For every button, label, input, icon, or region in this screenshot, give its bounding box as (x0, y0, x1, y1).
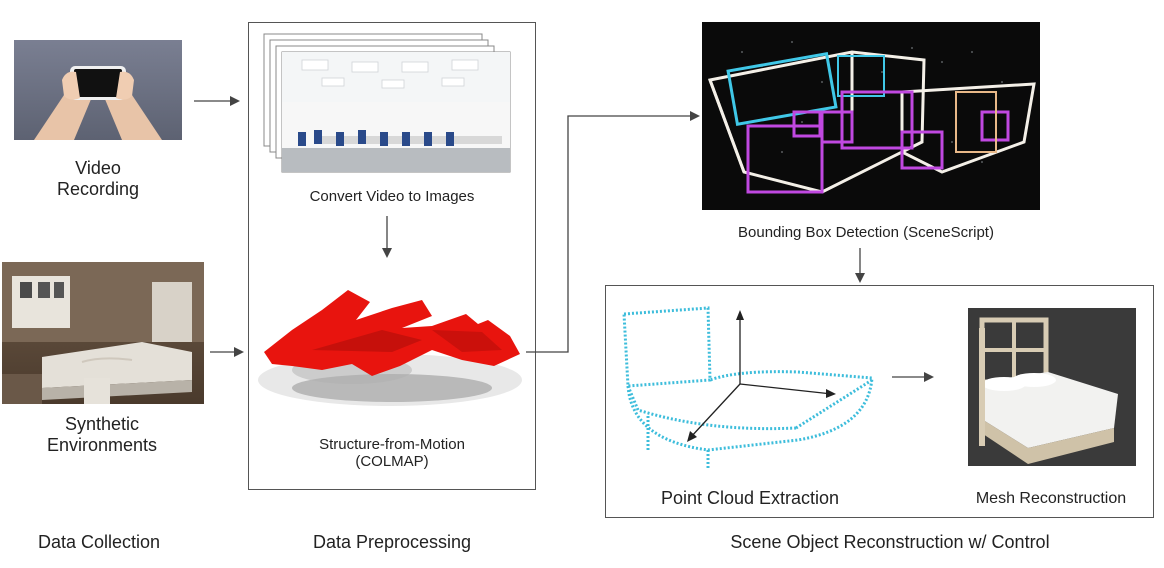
arrow-sfm-to-bbox (526, 111, 700, 353)
video-recording-image (14, 40, 182, 140)
synthetic-environment-image (2, 262, 204, 404)
convert-video-label: Convert Video to Images (309, 188, 475, 205)
point-cloud-label: Point Cloud Extraction (660, 488, 840, 508)
bbox-detection-label: Bounding Box Detection (SceneScript) (738, 224, 994, 241)
stage-label-reconstruction: Scene Object Reconstruction w/ Control (730, 532, 1050, 552)
sfm-label: Structure-from-Motion (COLMAP) (262, 436, 522, 471)
video-recording-label: Video Recording (30, 158, 166, 199)
sfm-visual (252, 280, 528, 416)
synthetic-label-line2: Environments (46, 434, 158, 455)
video-label-line2: Recording (56, 178, 140, 199)
reconstruction-panel (605, 285, 1154, 518)
synthetic-label-line1: Synthetic (64, 414, 140, 434)
point-cloud-visual (618, 300, 878, 476)
mesh-reconstruction-label: Mesh Reconstruction (975, 490, 1127, 507)
sfm-label-line1: Structure-from-Motion (319, 436, 465, 453)
bounding-box-detection-image (702, 22, 1040, 210)
synthetic-environments-label: Synthetic Environments (20, 414, 184, 455)
sfm-label-line2: (COLMAP) (355, 453, 429, 471)
mesh-reconstruction-image (968, 308, 1136, 466)
video-label-line1: Video (75, 158, 121, 178)
stage-label-collection: Data Collection (37, 532, 161, 552)
preprocessing-panel (248, 22, 536, 490)
image-frames-stack (262, 32, 512, 176)
stage-label-preprocessing: Data Preprocessing (312, 532, 472, 552)
